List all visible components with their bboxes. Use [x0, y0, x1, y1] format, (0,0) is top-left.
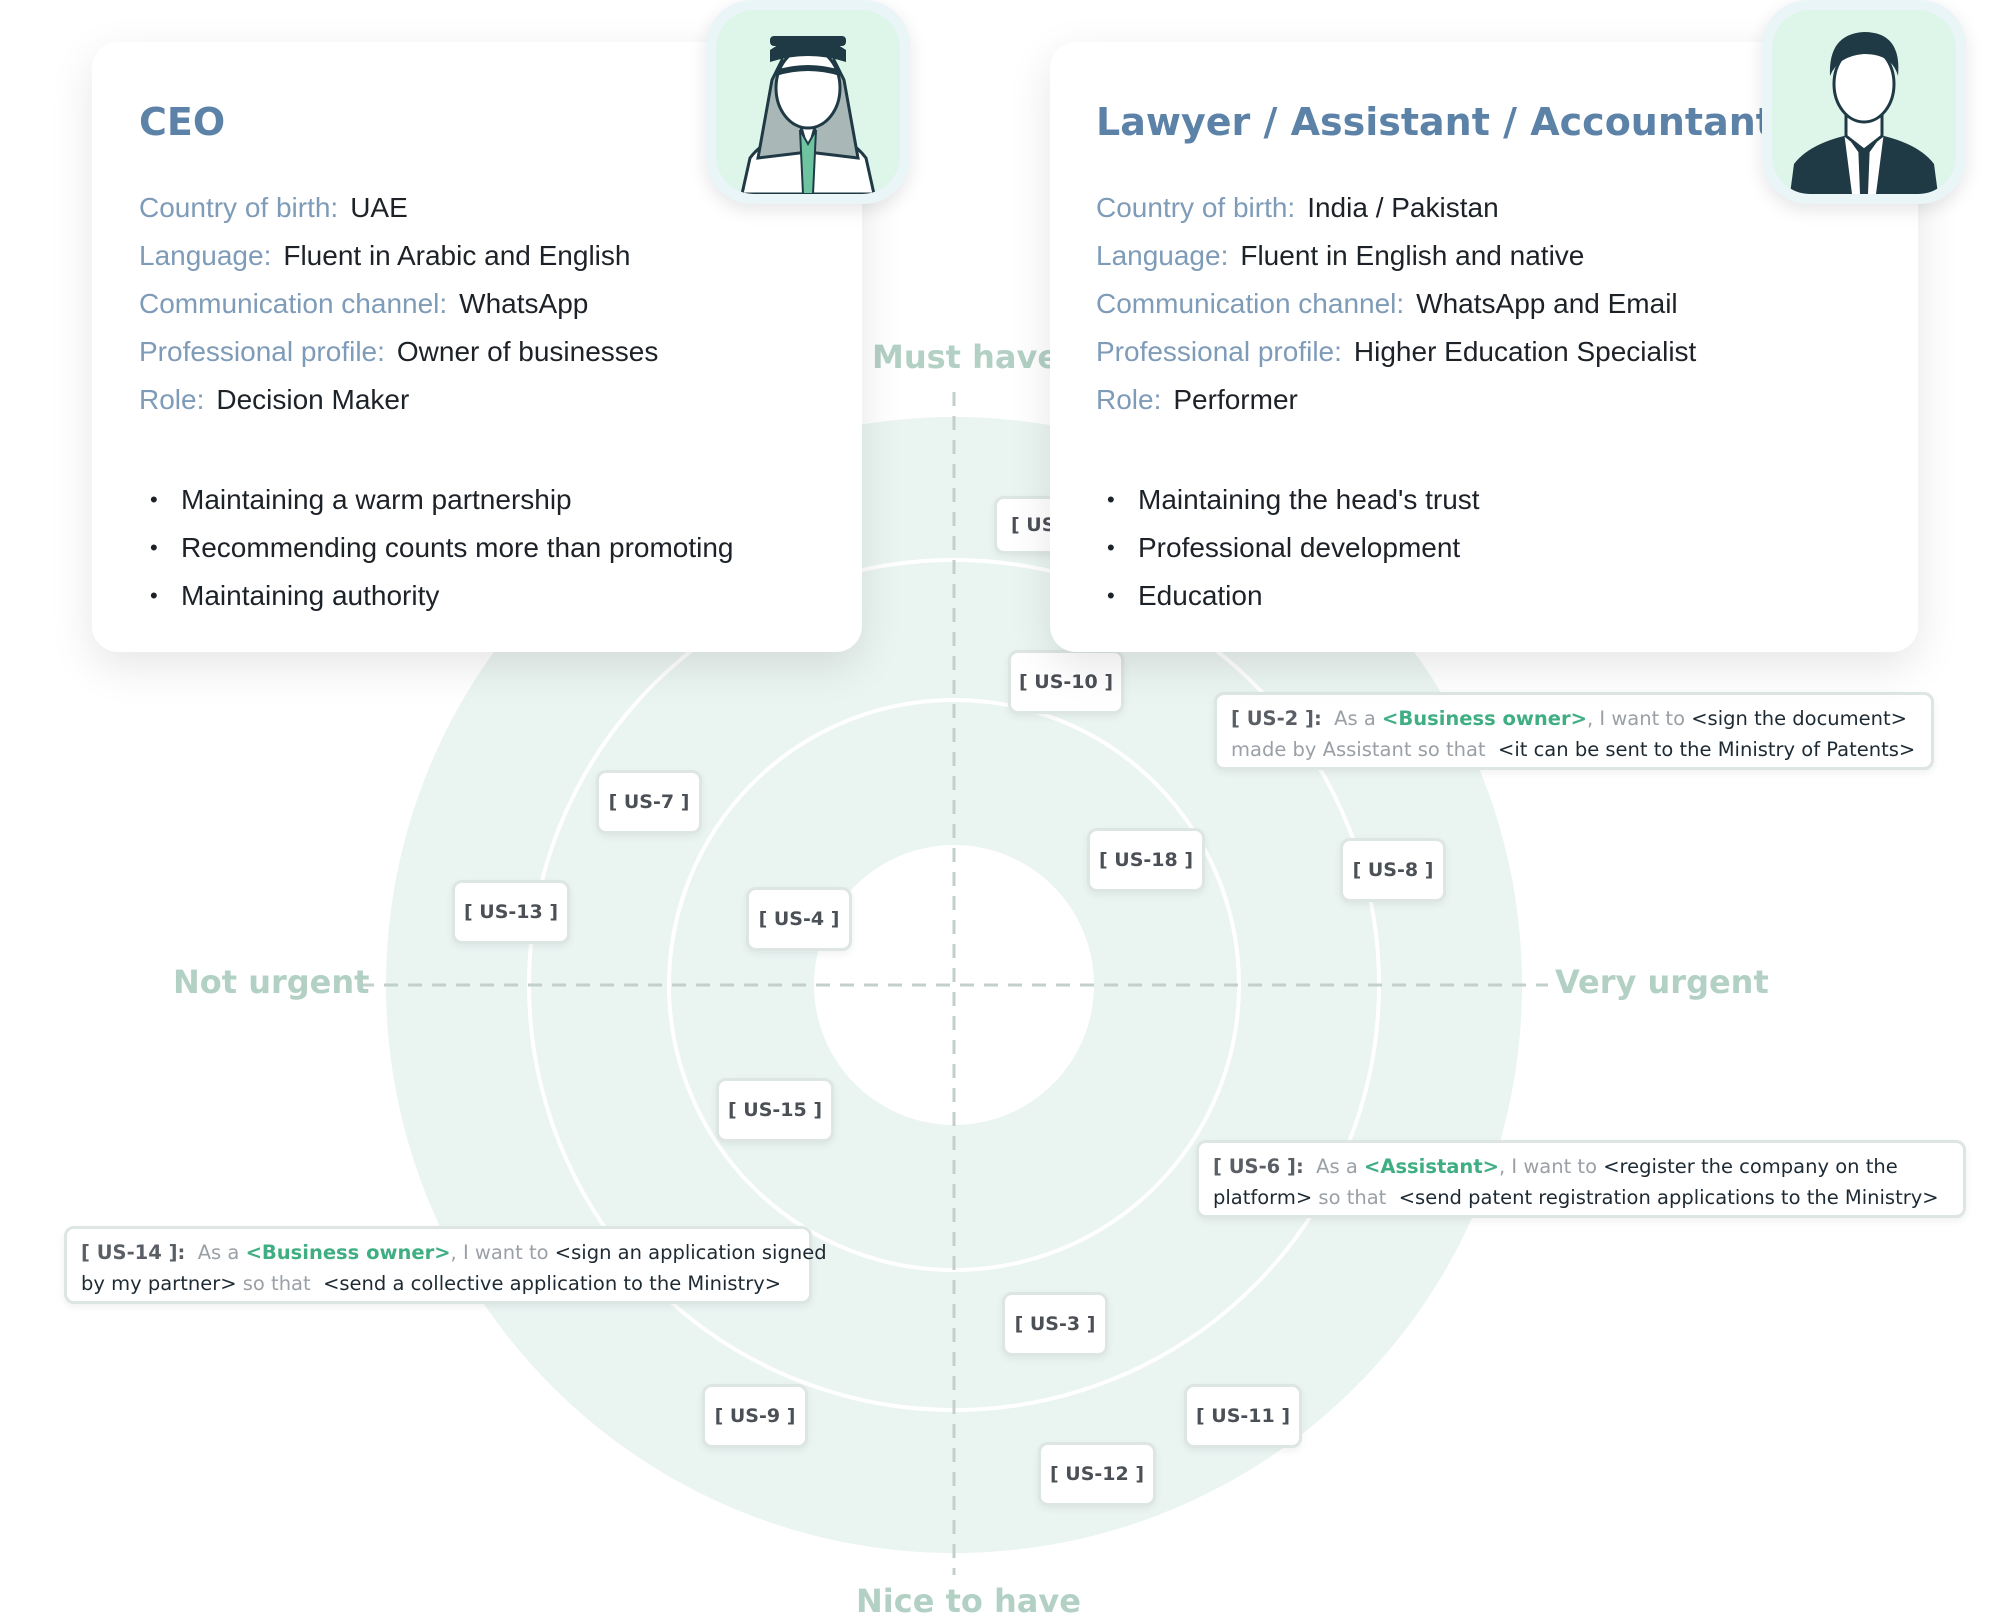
persona-field-language: Language:Fluent in English and native: [1096, 240, 1585, 271]
goal-item: Maintaining a warm partnership: [139, 476, 734, 524]
story-id: [ US-14 ]:: [81, 1241, 186, 1264]
persona-field-role: Role:Performer: [1096, 384, 1298, 415]
story-id: [ US-2 ]:: [1231, 707, 1322, 730]
persona-field-role: Role:Decision Maker: [139, 384, 410, 415]
story-want: , I want to: [1498, 1155, 1598, 1178]
story-detail-us-14[interactable]: [ US-14 ]: As a <Business owner>, I want…: [64, 1226, 827, 1304]
ceo-avatar: [706, 0, 910, 204]
story-tag-us-18[interactable]: [ US-18 ]: [1087, 828, 1205, 892]
story-tag-us-8[interactable]: [ US-8 ]: [1340, 838, 1446, 902]
goal-item: Recommending counts more than promoting: [139, 524, 734, 572]
story-actor: <Business owner>: [245, 1241, 451, 1264]
ring-center: [814, 845, 1094, 1125]
arab-businessman-avatar-icon: [740, 36, 876, 194]
goal-item: Education: [1096, 572, 1480, 620]
story-so-that: so that: [242, 1272, 311, 1295]
story-goal: <send patent registration applications t…: [1398, 1186, 1939, 1209]
goal-item: Professional development: [1096, 524, 1480, 572]
story-action: <sign an application signed: [554, 1241, 827, 1264]
story-as-a: As a: [1334, 707, 1376, 730]
story-want: , I want to: [1586, 707, 1686, 730]
story-goal: <send a collective application to the Mi…: [323, 1272, 782, 1295]
story-tag-us-7[interactable]: [ US-7 ]: [596, 770, 702, 834]
story-so-that: so that: [1318, 1186, 1387, 1209]
story-tag-us-4[interactable]: [ US-4 ]: [746, 887, 852, 951]
story-tag-us-3[interactable]: [ US-3 ]: [1002, 1292, 1108, 1356]
persona-field-channel: Communication channel:WhatsApp: [139, 288, 589, 319]
persona-field-country: Country of birth:UAE: [139, 192, 408, 223]
story-id: [ US-6 ]:: [1213, 1155, 1304, 1178]
story-as-a: As a: [197, 1241, 240, 1264]
story-action-cont: by my partner>: [81, 1272, 237, 1295]
persona-goals: Maintaining a warm partnership Recommend…: [139, 476, 734, 620]
story-tag-us-10[interactable]: [ US-10 ]: [1008, 650, 1124, 714]
axis-label-nice-to-have: Nice to have: [856, 1582, 1081, 1620]
axis-label-very-urgent: Very urgent: [1555, 963, 1769, 1001]
story-actor: <Business owner>: [1382, 707, 1587, 730]
story-want: , I want to: [450, 1241, 549, 1264]
goal-item: Maintaining authority: [139, 572, 734, 620]
story-action: <sign the document>: [1691, 707, 1907, 730]
persona-field-profile: Professional profile:Owner of businesses: [139, 336, 659, 367]
lawyer-avatar: [1762, 0, 1966, 204]
story-as-a: As a: [1316, 1155, 1358, 1178]
story-tag-us-13[interactable]: [ US-13 ]: [452, 880, 570, 944]
goal-item: Maintaining the head's trust: [1096, 476, 1480, 524]
story-action-cont: platform>: [1213, 1186, 1313, 1209]
story-action: <register the company on the: [1603, 1155, 1898, 1178]
story-detail-us-2[interactable]: [ US-2 ]: As a <Business owner>, I want …: [1214, 692, 1934, 770]
persona-title: CEO: [139, 100, 226, 144]
businessman-suit-avatar-icon: [1790, 32, 1938, 194]
axis-label-must-have: Must have: [872, 338, 1060, 376]
story-action-cont: made by Assistant: [1231, 738, 1412, 761]
persona-goals: Maintaining the head's trust Professiona…: [1096, 476, 1480, 620]
story-tag-us-11[interactable]: [ US-11 ]: [1184, 1384, 1302, 1448]
axis-label-not-urgent: Not urgent: [173, 963, 370, 1001]
story-so-that: so that: [1417, 738, 1486, 761]
persona-field-profile: Professional profile:Higher Education Sp…: [1096, 336, 1697, 367]
story-tag-us-12[interactable]: [ US-12 ]: [1038, 1442, 1156, 1506]
persona-field-language: Language:Fluent in Arabic and English: [139, 240, 631, 271]
story-actor: <Assistant>: [1364, 1155, 1499, 1178]
story-tag-us-9[interactable]: [ US-9 ]: [702, 1384, 808, 1448]
persona-title: Lawyer / Assistant / Accountant: [1096, 100, 1774, 144]
persona-field-channel: Communication channel:WhatsApp and Email: [1096, 288, 1678, 319]
story-tag-us-15[interactable]: [ US-15 ]: [716, 1078, 834, 1142]
story-detail-us-6[interactable]: [ US-6 ]: As a <Assistant>, I want to <r…: [1196, 1140, 1966, 1218]
story-goal: <it can be sent to the Ministry of Paten…: [1497, 738, 1916, 761]
persona-field-country: Country of birth:India / Pakistan: [1096, 192, 1499, 223]
